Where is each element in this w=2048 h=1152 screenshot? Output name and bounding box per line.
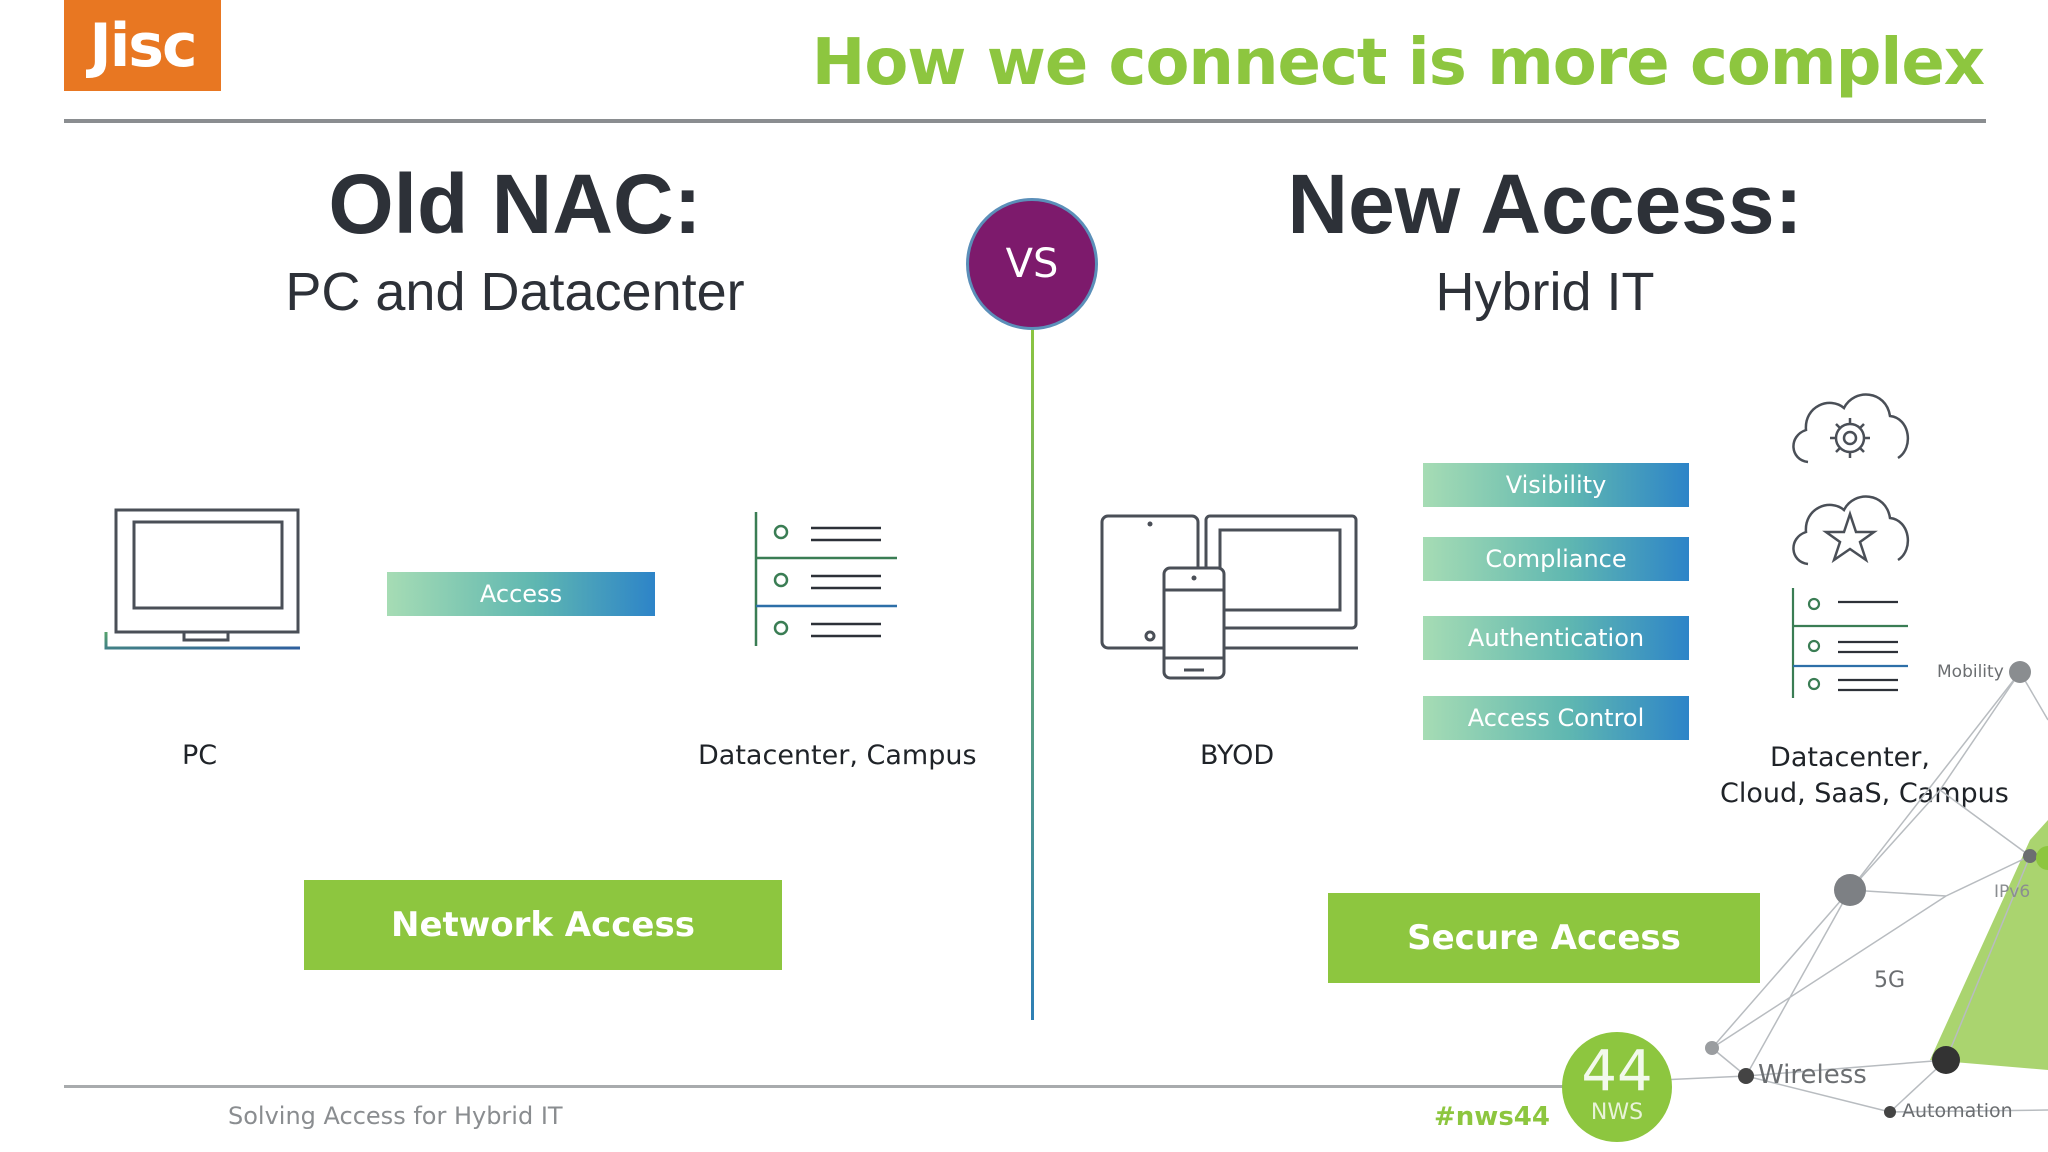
top-divider [64,119,1986,123]
jisc-logo: Jisc [64,0,221,91]
secure-access-box: Secure Access [1328,893,1760,983]
network-access-box: Network Access [304,880,782,970]
vs-divider-line [1031,320,1034,1020]
server-icon [754,512,897,646]
access-bar: Access [387,572,655,616]
cloud-gear-icon [1792,393,1910,464]
hashtag: #nws44 [1434,1102,1550,1132]
wireless-label: Wireless [1758,1060,1867,1090]
vs-circle: VS [966,198,1098,330]
nws44-badge: 44 NWS [1562,1032,1672,1142]
badge-number: 44 [1581,1039,1653,1104]
right-heading: New Access: Hybrid IT [1245,162,1845,325]
cloud-star-icon [1792,495,1910,566]
automation-label: Automation [1902,1100,2013,1122]
old-nac-subtitle: PC and Datacenter [285,262,745,322]
laptop-icon [104,508,300,650]
new-access-title: New Access: [1287,157,1803,251]
visibility-bar: Visibility [1423,463,1689,507]
network-graphic [1659,661,2048,1118]
footer-text: Solving Access for Hybrid IT [228,1102,563,1130]
authentication-bar: Authentication [1423,616,1689,660]
mobility-label: Mobility [1937,662,2004,682]
compliance-bar: Compliance [1423,537,1689,581]
datacenter-cloud-label: Datacenter, Cloud, SaaS, Campus [1720,740,2009,812]
datacenter-cloud-label-line1: Datacenter, [1770,742,1930,773]
old-nac-title: Old NAC: [328,157,702,251]
bottom-divider [64,1085,1624,1088]
new-access-subtitle: Hybrid IT [1435,262,1655,322]
datacenter-cloud-label-line2: Cloud, SaaS, Campus [1720,778,2009,809]
right-server-icon [1791,588,1908,698]
left-heading: Old NAC: PC and Datacenter [215,162,815,325]
access-control-bar: Access Control [1423,696,1689,740]
slide-title: How we connect is more complex [811,26,1985,100]
5g-label: 5G [1874,968,1906,993]
datacenter-campus-label: Datacenter, Campus [698,740,977,771]
badge-text: NWS [1590,1100,1644,1125]
byod-devices-icon [1100,514,1358,680]
byod-label: BYOD [1200,740,1275,771]
ipv6-label: IPv6 [1994,882,2031,902]
pc-label: PC [182,740,218,771]
